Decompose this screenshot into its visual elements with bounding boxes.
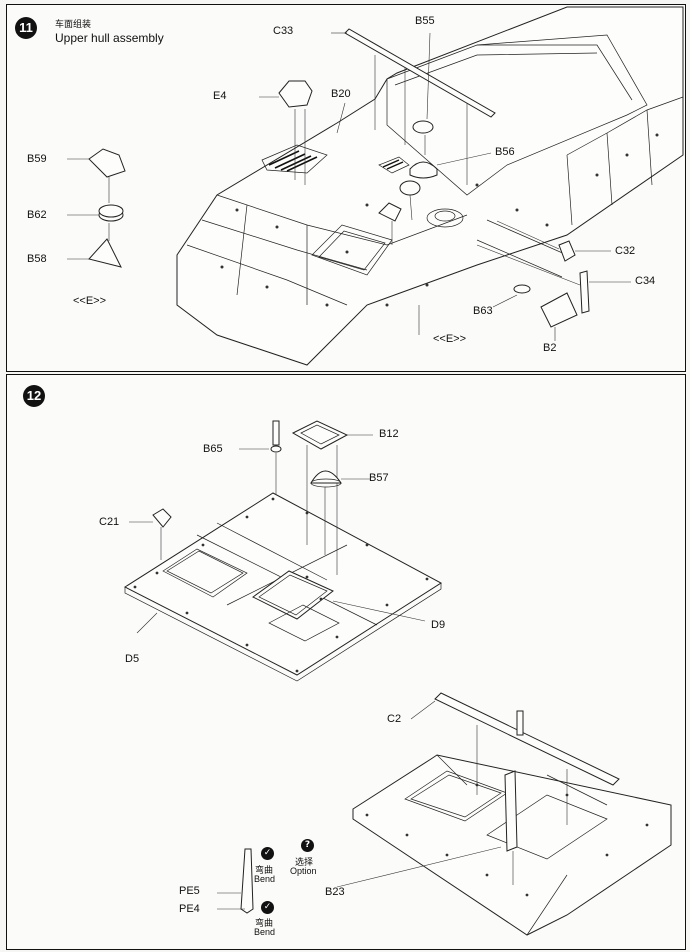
label-b2: B2 <box>543 342 557 354</box>
bend-check-icon: ✓ <box>261 847 274 860</box>
label-b62: B62 <box>27 209 47 221</box>
label-b12: B12 <box>379 428 399 440</box>
label-b20: B20 <box>331 88 351 100</box>
label-c34: C34 <box>635 275 656 287</box>
label-b63: B63 <box>473 305 493 317</box>
step-11-title-chinese: 车面组装 <box>55 19 92 29</box>
option-label-chinese: 选择 <box>295 857 314 867</box>
label-b56: B56 <box>495 146 515 158</box>
label-b58: B58 <box>27 253 47 265</box>
label-b57: B57 <box>369 472 389 484</box>
step-12-number: 12 <box>23 385 45 407</box>
label-d9: D9 <box>431 619 446 631</box>
bend-top-label: Bend <box>254 874 276 884</box>
bend-bottom-label-chinese: 弯曲 <box>255 918 274 928</box>
label-b59: B59 <box>27 153 47 165</box>
label-c32: C32 <box>615 245 636 257</box>
label-e4: E4 <box>213 90 227 102</box>
label-c2: C2 <box>387 713 402 725</box>
bend-top-label-chinese: 弯曲 <box>255 865 274 875</box>
label-c33: C33 <box>273 25 294 37</box>
label-b55: B55 <box>415 15 435 27</box>
label-d5: D5 <box>125 653 140 665</box>
option-label: Option <box>290 866 317 876</box>
bend-bottom-label: Bend <box>254 927 276 937</box>
step-11-panel: 11 车面组装 Upper hull assembly C33 B55 E4 B… <box>6 4 686 372</box>
label-b65: B65 <box>203 443 223 455</box>
label-sub-assembly-e-center: <<E>> <box>433 333 467 345</box>
step-11-title: Upper hull assembly <box>55 31 164 45</box>
label-pe4: PE4 <box>179 903 200 915</box>
bend-check-icon-bottom: ✓ <box>261 901 274 914</box>
label-pe5: PE5 <box>179 885 200 897</box>
option-question-icon: ? <box>301 839 314 852</box>
step-11-number: 11 <box>15 17 37 39</box>
deck-plate-drawing <box>123 420 672 936</box>
step-12-panel: 12 B12 B65 B57 C21 D9 D5 C2 PE5 PE4 B23 … <box>6 374 686 950</box>
upper-hull-drawing <box>67 6 684 366</box>
label-c21: C21 <box>99 516 120 528</box>
label-sub-assembly-e-left: <<E>> <box>73 295 107 307</box>
label-b23: B23 <box>325 886 345 898</box>
